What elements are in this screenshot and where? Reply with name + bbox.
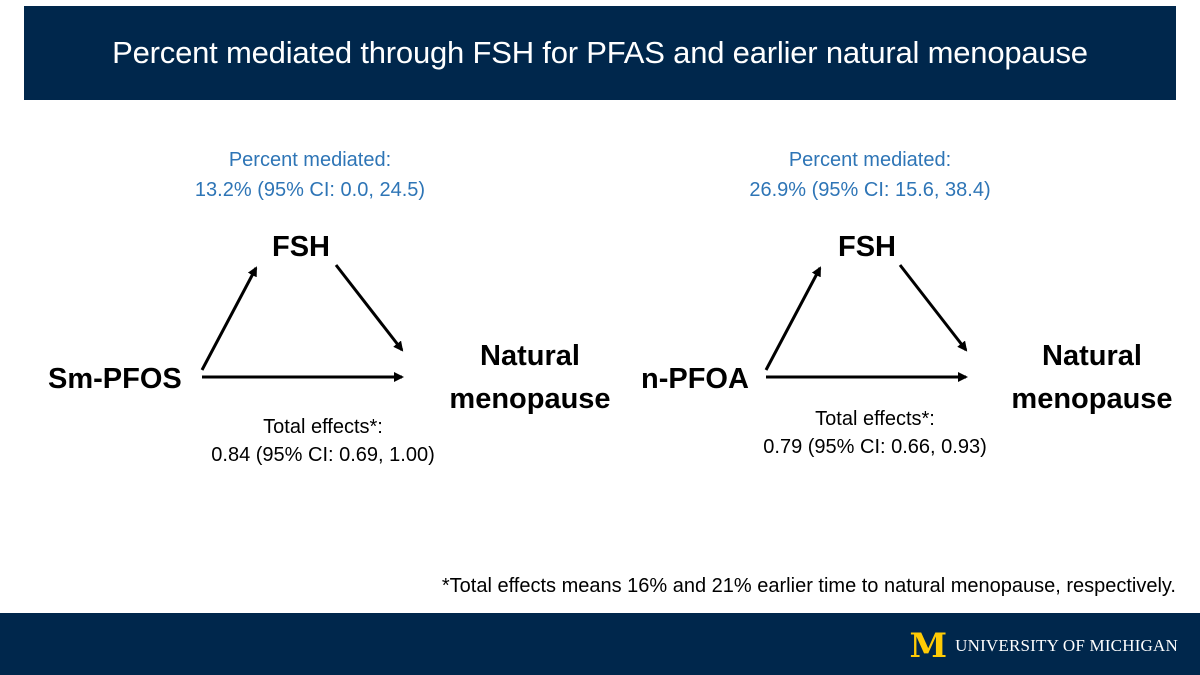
outcome-line-1: Natural <box>480 340 580 372</box>
footer-bar: M UNIVERSITY OF MICHIGAN <box>0 613 1200 675</box>
outcome-line-2: menopause <box>1011 383 1173 415</box>
slide-title: Percent mediated through FSH for PFAS an… <box>112 35 1088 70</box>
outcome-node: Natural menopause <box>1002 335 1182 421</box>
total-effects-right: Total effects*: 0.79 (95% CI: 0.66, 0.93… <box>740 405 1010 461</box>
arrow-exposure-to-mediator <box>200 266 258 371</box>
percent-mediated-right: Percent mediated: 26.9% (95% CI: 15.6, 3… <box>740 145 1000 205</box>
title-bar: Percent mediated through FSH for PFAS an… <box>24 6 1176 100</box>
diagram-panel-left: Percent mediated: 13.2% (95% CI: 0.0, 24… <box>0 100 611 600</box>
footnote: *Total effects means 16% and 21% earlier… <box>441 575 1176 597</box>
percent-mediated-left: Percent mediated: 13.2% (95% CI: 0.0, 24… <box>190 145 430 205</box>
diagram-panel-right: Percent mediated: 26.9% (95% CI: 15.6, 3… <box>560 100 1173 600</box>
university-logo: M UNIVERSITY OF MICHIGAN <box>909 626 1178 666</box>
exposure-node: Sm-PFOS <box>48 363 182 395</box>
logo-text: UNIVERSITY OF MICHIGAN <box>955 636 1178 655</box>
percent-mediated-value: 26.9% (95% CI: 15.6, 38.4) <box>749 179 991 201</box>
exposure-node: n-PFOA <box>641 363 749 395</box>
block-m-icon: M <box>909 626 948 666</box>
mediator-node: FSH <box>838 231 896 263</box>
percent-mediated-value: 13.2% (95% CI: 0.0, 24.5) <box>194 179 426 201</box>
total-effects-left: Total effects*: 0.84 (95% CI: 0.69, 1.00… <box>188 413 458 469</box>
diagram-arrows-right <box>764 264 968 382</box>
mediator-node: FSH <box>272 231 330 263</box>
total-effects-value: 0.84 (95% CI: 0.69, 1.00) <box>211 444 435 466</box>
arrow-exposure-to-mediator <box>764 266 822 371</box>
outcome-node: Natural menopause <box>440 335 620 421</box>
total-effects-value: 0.79 (95% CI: 0.66, 0.93) <box>763 436 987 458</box>
diagram-arrows-left <box>200 264 404 382</box>
arrow-mediator-to-outcome <box>898 264 968 352</box>
outcome-line-2: menopause <box>449 383 611 415</box>
total-effects-label: Total effects*: <box>815 408 935 430</box>
percent-mediated-label: Percent mediated: <box>228 149 392 171</box>
percent-mediated-label: Percent mediated: <box>788 149 952 171</box>
total-effects-label: Total effects*: <box>263 416 383 438</box>
arrow-mediator-to-outcome <box>334 264 404 352</box>
outcome-line-1: Natural <box>1042 340 1142 372</box>
